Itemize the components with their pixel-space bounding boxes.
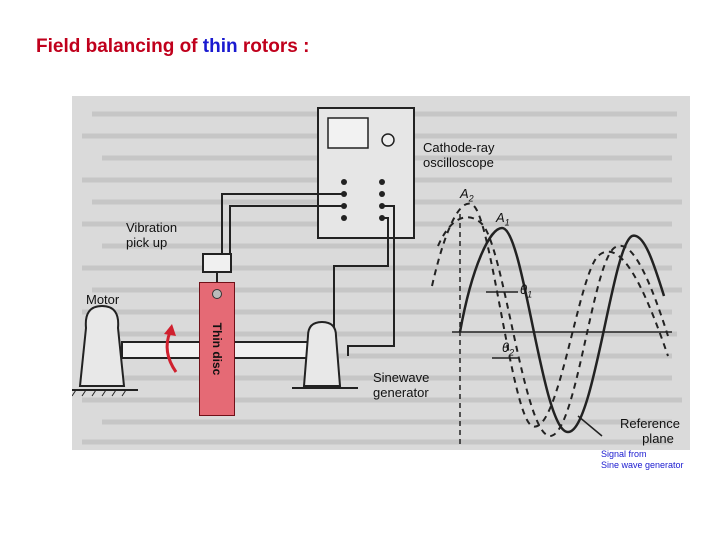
signal-wave-a1 xyxy=(437,216,669,438)
rotation-arrow-head xyxy=(164,324,176,336)
amplitude-a1-label: A1 xyxy=(496,210,510,228)
oscilloscope-knob xyxy=(381,133,395,147)
figure-drawing xyxy=(72,107,682,446)
title-text-end: rotors : xyxy=(237,36,310,57)
slide-title: Field balancing of thin rotors : xyxy=(36,36,309,58)
motor-body xyxy=(78,304,126,387)
phase-theta2-label: θ2 xyxy=(502,340,515,358)
trial-mass-marker xyxy=(212,289,222,299)
thin-disc xyxy=(199,282,235,416)
thin-disc-label: Thin disc xyxy=(210,322,224,376)
rotation-arrow xyxy=(165,331,178,373)
phase-theta1-label: θ1 xyxy=(520,282,533,300)
reference-pointer xyxy=(577,415,603,437)
bearing xyxy=(302,320,342,387)
title-highlight-word: thin xyxy=(202,36,238,57)
title-text-start: Field balancing of xyxy=(36,36,203,57)
motor-label: Motor xyxy=(86,292,120,307)
signal-wave-a2 xyxy=(431,202,669,428)
vibration-pickup xyxy=(202,253,232,273)
reference-sine-wave xyxy=(458,226,666,434)
signal-wires xyxy=(221,193,395,356)
motor-ground-hatch xyxy=(72,389,127,397)
amplitude-a2-label: A2 xyxy=(460,186,474,204)
oscilloscope-screen xyxy=(327,117,369,149)
